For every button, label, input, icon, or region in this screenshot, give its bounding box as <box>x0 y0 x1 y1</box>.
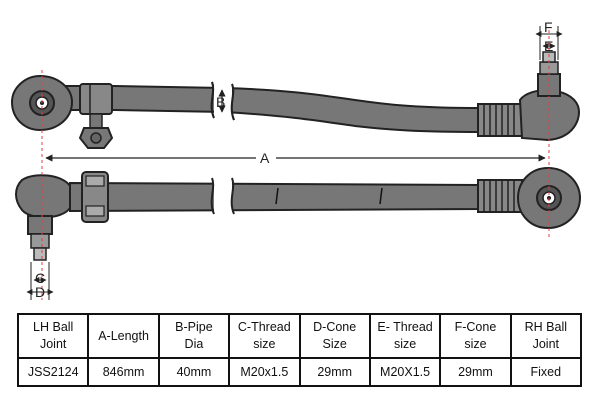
dim-label-c: C <box>35 270 45 286</box>
dim-cd <box>26 262 54 300</box>
clamp-top <box>78 83 114 149</box>
dim-label-a: A <box>260 150 270 166</box>
top-view: B <box>10 51 580 149</box>
header-line: RH Ball <box>524 320 567 334</box>
cell-e-thread-size: M20X1.5 <box>368 357 442 387</box>
header-line: F-Cone <box>454 320 497 334</box>
dim-label-f: F <box>544 19 553 35</box>
cell-part-number: JSS2124 <box>16 357 90 387</box>
header-line: Size <box>322 337 347 351</box>
dim-label-b: B <box>216 94 225 110</box>
header-line: B-Pipe <box>175 320 213 334</box>
header-line: Dia <box>184 337 204 351</box>
break-mark-bottom <box>210 177 235 215</box>
centerlines <box>41 30 550 300</box>
header-line: D-Cone <box>313 320 357 334</box>
header-line: A-Length <box>98 328 149 343</box>
header-e-thread-size: E- Thread size <box>368 313 442 359</box>
header-line: C-Thread <box>237 320 291 334</box>
tie-rod-diagram: B <box>10 19 582 300</box>
header-line: Joint <box>39 337 67 351</box>
header-line: Joint <box>532 337 560 351</box>
header-line: E- Thread <box>377 320 433 334</box>
dim-label-e: E <box>544 38 553 54</box>
cell-d-cone-size: 29mm <box>298 357 371 387</box>
header-c-thread-size: C-Thread size <box>228 313 301 359</box>
header-f-cone-size: F-Cone size <box>439 313 512 359</box>
dim-ef <box>535 26 563 60</box>
lh-ball-joint-bottom <box>15 174 71 261</box>
cell-f-cone-size: 29mm <box>439 357 512 387</box>
header-line: LH Ball <box>33 320 74 334</box>
header-line: size <box>393 337 417 351</box>
table-row: JSS2124 846mm 40mm M20x1.5 29mm M20X1.5 … <box>16 357 583 387</box>
cell-b-pipe-dia: 40mm <box>157 357 231 387</box>
bottom-tube <box>69 181 481 213</box>
cell-rh-ball-joint: Fixed <box>509 357 583 387</box>
clamp-bottom <box>81 171 109 223</box>
cell-c-thread-size: M20x1.5 <box>228 357 301 387</box>
bellow-top <box>477 103 523 137</box>
header-line: size <box>464 337 487 351</box>
header-line: size <box>253 337 276 351</box>
bellow-bottom <box>477 179 523 213</box>
bottom-view <box>15 166 582 261</box>
cell-a-length: 846mm <box>87 357 160 387</box>
top-tube <box>59 85 481 134</box>
header-a-length: A-Length <box>87 313 160 359</box>
dim-label-d: D <box>35 284 45 300</box>
